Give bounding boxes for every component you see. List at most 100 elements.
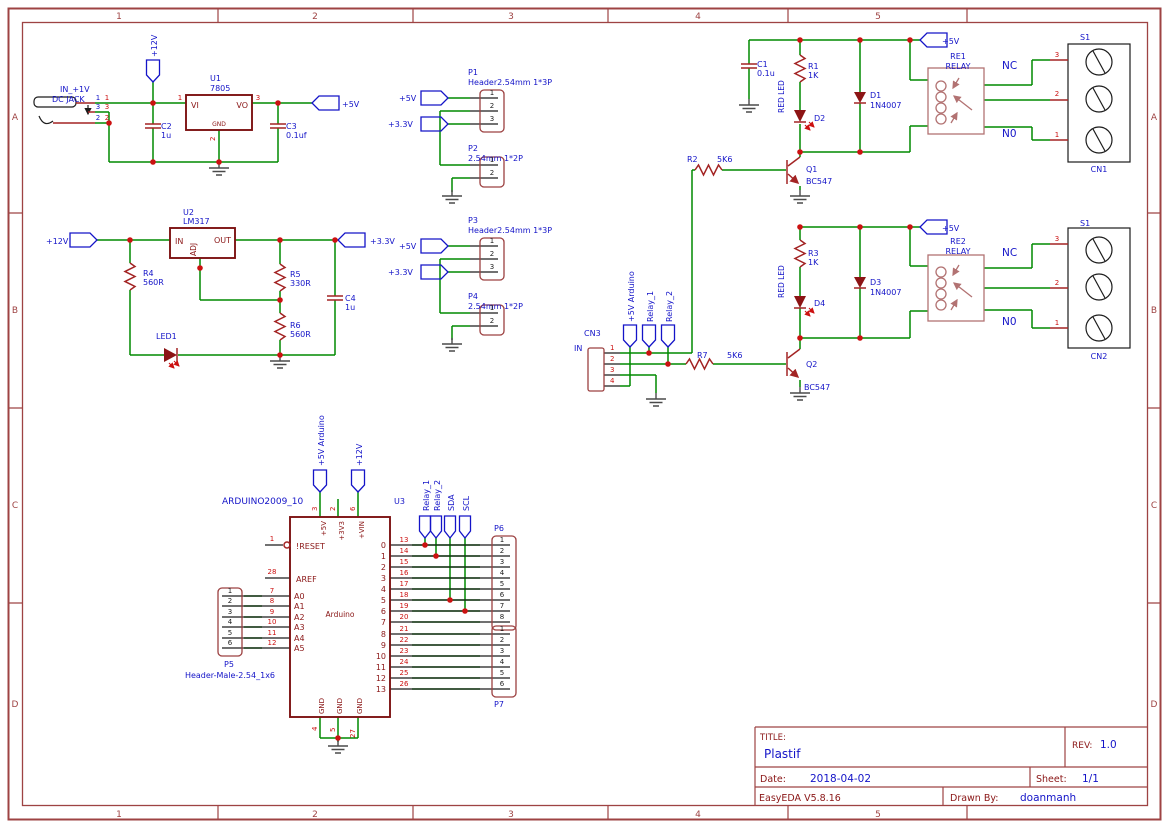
c1-value: 0.1u	[757, 69, 775, 78]
headers_p1_p2-label: 1	[490, 156, 494, 164]
power_lm317-label: ADJ	[189, 243, 198, 256]
u2-value: LM317	[183, 217, 210, 226]
flag-relay2: Relay_2	[433, 480, 442, 511]
arduino-label: 2	[500, 547, 504, 555]
arduino-label: 4	[381, 585, 386, 594]
q1-ref: Q1	[806, 165, 817, 174]
headers_p1_p2-label: 1	[490, 89, 494, 97]
resistors[interactable]	[123, 54, 807, 371]
r2-ref: R2	[687, 155, 698, 164]
arduino-label: 6	[349, 506, 357, 511]
r5-ref: R5	[290, 270, 301, 279]
title-value[interactable]: Plastif	[764, 747, 801, 761]
arduino-label: 12	[376, 674, 386, 683]
arduino-label: GND	[336, 698, 344, 714]
rev-label[interactable]: REV:	[1072, 741, 1092, 751]
arduino-label: 4	[311, 726, 319, 731]
re1-relay[interactable]	[927, 67, 985, 135]
net-nc: NC	[1002, 247, 1017, 259]
capacitors[interactable]	[145, 63, 757, 301]
arduino-label: 1	[500, 625, 504, 633]
date-label[interactable]: Date:	[760, 774, 786, 785]
tool-version[interactable]: EasyEDA V5.8.16	[759, 793, 841, 804]
q2-value: BC547	[804, 383, 830, 392]
p4-value: 2.54mm 1*2P	[468, 302, 523, 311]
c3-ref: C3	[286, 122, 297, 131]
arduino-label: A2	[294, 613, 305, 622]
s1-ref: S1	[1080, 33, 1090, 42]
re2-relay[interactable]	[927, 254, 985, 322]
arduino-body-label: Arduino	[325, 610, 354, 619]
arduino-label: 3	[381, 574, 386, 583]
diodes[interactable]	[164, 92, 866, 369]
c4-value: 1u	[345, 303, 355, 312]
power_7805-label: GND	[212, 121, 226, 128]
r1-value: 1K	[808, 71, 819, 80]
d4-net: RED LED	[777, 265, 786, 298]
flag-5v: +5V	[942, 37, 960, 46]
power_7805-label: 2	[96, 114, 100, 122]
cn1-terminal-block[interactable]	[1050, 43, 1131, 163]
q2-transistor[interactable]	[786, 348, 801, 379]
arduino-label: 0	[381, 541, 386, 550]
arduino-label: 23	[400, 647, 409, 655]
u1-regulator-7805[interactable]	[185, 94, 253, 131]
headers_p3_p4-label: 2	[490, 250, 494, 258]
net-flags[interactable]	[69, 32, 948, 540]
flag-sda: SDA	[447, 494, 456, 511]
headers_p1_p2-label: 2	[490, 169, 494, 177]
rev-value[interactable]: 1.0	[1100, 739, 1117, 751]
net-in-label: IN_+1V	[60, 85, 90, 94]
flag-relay1: Relay_1	[422, 480, 431, 511]
d2-net: RED LED	[777, 80, 786, 113]
cn2-terminal-block[interactable]	[1050, 227, 1131, 349]
title-label[interactable]: TITLE:	[759, 733, 786, 743]
arduino-label: 3	[500, 647, 504, 655]
header-connectors[interactable]	[217, 89, 605, 698]
flag-relay2: Relay_2	[665, 291, 674, 322]
sheet-value[interactable]: 1/1	[1082, 773, 1099, 785]
arduino-label: GND	[356, 698, 364, 714]
arduino-module[interactable]	[283, 516, 391, 718]
flag-3v3: +3.3V	[370, 237, 395, 246]
arduino-label: 11	[376, 663, 386, 672]
relay1-label: 3	[1055, 51, 1059, 59]
drawnby-value[interactable]: doanmanh	[1020, 792, 1076, 804]
arduino-label: 3	[500, 558, 504, 566]
p3-ref: P3	[468, 216, 478, 225]
arduino-label: 7	[500, 602, 504, 610]
cn3-ref: CN3	[584, 329, 601, 338]
arduino-label: A3	[294, 623, 305, 632]
wire-net[interactable]	[95, 39, 1050, 742]
arduino-label: 6	[228, 639, 233, 647]
u2-regulator-lm317[interactable]	[169, 227, 236, 259]
frame-label: 2	[312, 12, 318, 22]
cn2-label: CN2	[1091, 352, 1108, 361]
arduino-label: 1	[381, 552, 386, 561]
r4-value: 560R	[143, 278, 164, 287]
arduino-label: A1	[294, 602, 305, 611]
cn3-label: 3	[610, 366, 614, 374]
drawnby-label[interactable]: Drawn By:	[950, 793, 999, 804]
title-block[interactable]	[754, 726, 1148, 806]
power_7805-label: VO	[236, 101, 248, 110]
p1-value: Header2.54mm 1*3P	[468, 78, 552, 87]
r3-value: 1K	[808, 258, 819, 267]
sheet-label[interactable]: Sheet:	[1036, 774, 1067, 785]
cn1-label: CN1	[1091, 165, 1108, 174]
dc-jack-label: DC JACK	[52, 95, 85, 104]
dc-jack[interactable]	[33, 96, 95, 125]
arduino-label: +VIN	[358, 521, 366, 539]
arduino-label: 19	[400, 602, 409, 610]
relay2-label: 2	[1055, 279, 1059, 287]
frame-label: 3	[508, 810, 514, 820]
flag-12v: +12V	[150, 34, 159, 57]
q1-transistor[interactable]	[786, 156, 801, 185]
sheet-border	[7, 7, 1162, 821]
arduino-label: 2	[381, 563, 386, 572]
flag-5v: +5V	[942, 224, 960, 233]
q1-value: BC547	[806, 177, 832, 186]
date-value[interactable]: 2018-04-02	[810, 773, 871, 785]
